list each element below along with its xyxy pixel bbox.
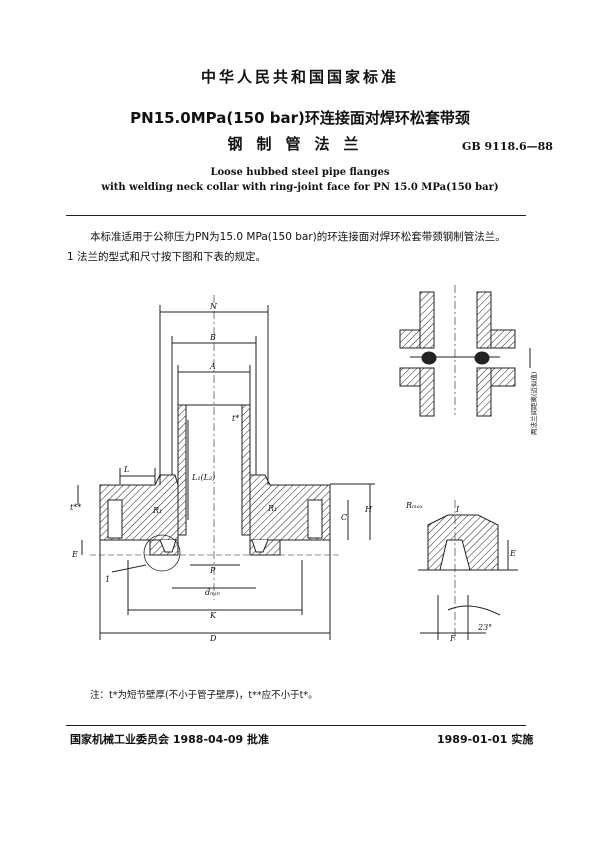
dim-L1: L₁(L₂) — [191, 473, 215, 482]
dim-E: E — [71, 550, 78, 559]
callout-1: 1 — [105, 575, 110, 584]
effective-date: 1989-01-01 实施 — [437, 733, 534, 746]
dim-D: D — [209, 634, 217, 643]
english-title-line2: with welding neck collar with ring-joint… — [101, 182, 499, 193]
bottom-rule — [66, 725, 526, 726]
standard-number: GB 9118.6—88 — [462, 140, 553, 153]
english-title-line1: Loose hubbed steel pipe flanges — [210, 167, 390, 178]
dim-A: A — [209, 362, 216, 371]
standard-title-line1: PN15.0MPa(150 bar)环连接面对焊环松套带颈 — [130, 109, 470, 127]
label-Rmax: Rₘₐₓ — [405, 501, 423, 510]
dim-L: L — [123, 465, 129, 474]
dim-C: C — [341, 513, 347, 522]
dim-P: P — [209, 566, 216, 575]
dim-F: F — [449, 634, 456, 643]
dim-t-star: t* — [232, 414, 239, 423]
dim-H: H — [364, 505, 373, 514]
dim-E-detail: E — [509, 549, 516, 558]
dim-N: N — [209, 302, 218, 311]
clause-1: 1 法兰的型式和尺寸按下图和下表的规定。 — [67, 251, 267, 263]
scope-paragraph: 本标准适用于公称压力PN为15.0 MPa(150 bar)的环连接面对焊环松套… — [90, 231, 506, 243]
label-R1-right: R₁ — [267, 504, 277, 513]
flange-drawing: N B A t* L t** R₁ R₁ L₁(L₂) C H E P dₘᵢₙ… — [70, 285, 538, 643]
footnote: 注：t*为短节壁厚(不小于管子壁厚)，t**应不小于t*。 — [90, 690, 318, 701]
issuing-organization: 中华人民共和国国家标准 — [200, 68, 399, 86]
side-note: 两法兰间距离(近似值) — [529, 371, 538, 435]
label-I: I — [455, 505, 460, 514]
approval-line: 国家机械工业委员会 1988-04-09 批准 — [70, 733, 270, 746]
dim-t-double: t** — [70, 503, 81, 512]
dim-B: B — [209, 333, 216, 342]
dim-dmin: dₘᵢₙ — [205, 588, 220, 597]
dim-K: K — [209, 611, 217, 620]
angle-23: 23° — [477, 623, 492, 632]
label-R1-left: R₁ — [152, 506, 162, 515]
standard-title-line2: 钢制管法兰 — [227, 135, 373, 153]
top-rule — [66, 215, 526, 216]
